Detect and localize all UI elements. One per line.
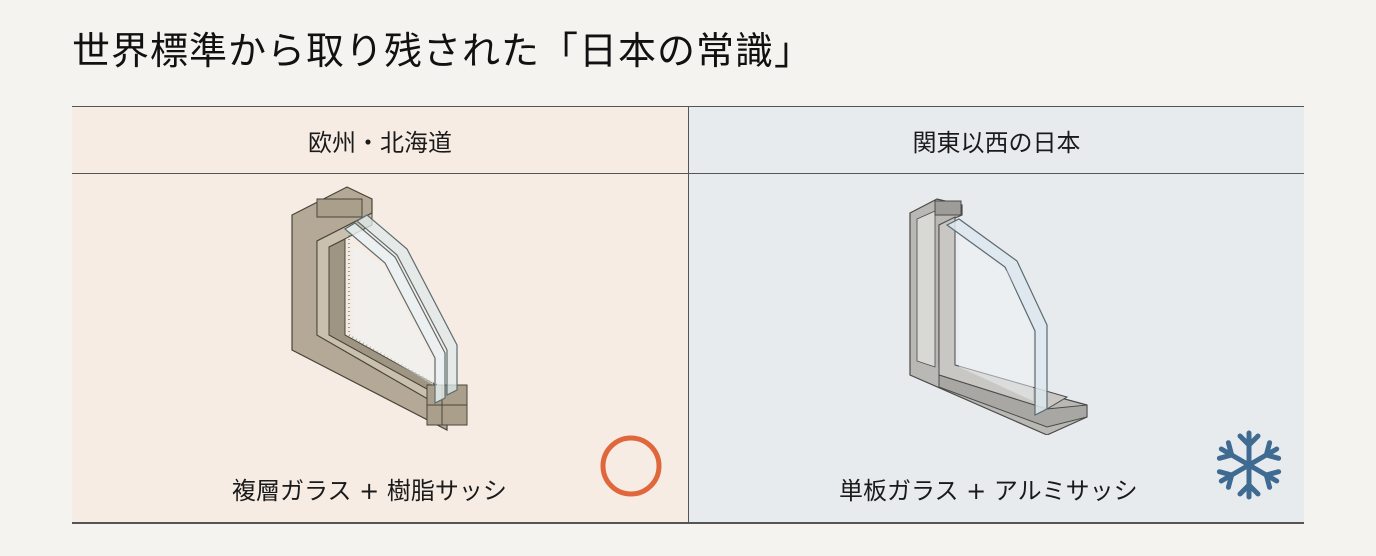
double-glazed-resin-window-illustration (291, 186, 468, 431)
column-header: 関東以西の日本 (689, 107, 1304, 174)
column-europe-hokkaido: 欧州・北海道 複層ガラス + 樹脂サッシ (72, 107, 689, 522)
single-pane-aluminum-window-illustration (909, 198, 1088, 435)
comparison-table: 欧州・北海道 複層ガラス + 樹脂サッシ (72, 106, 1304, 524)
column-caption: 単板ガラス + アルミサッシ (839, 477, 1138, 505)
column-header: 欧州・北海道 (72, 107, 688, 174)
column-caption: 複層ガラス + 樹脂サッシ (232, 477, 507, 505)
page-title: 世界標準から取り残された「日本の常識」 (72, 29, 814, 73)
circle-mark-icon (600, 435, 662, 497)
snowflake-icon (1216, 430, 1282, 500)
column-kanto-west-japan: 関東以西の日本 単板ガラス + アルミサッシ (689, 107, 1304, 522)
